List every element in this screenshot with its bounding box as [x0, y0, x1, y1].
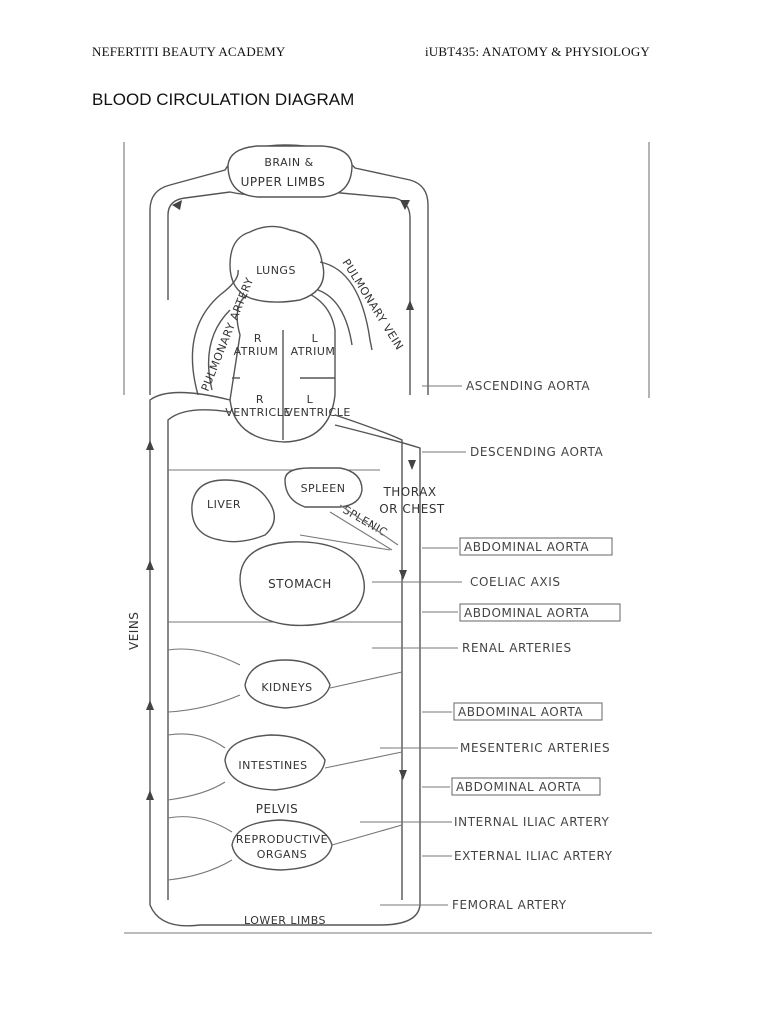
- intestine-loop-bottom: [167, 781, 226, 801]
- pulmonary-vein-inner: [317, 289, 353, 346]
- arrow-up-vein-2: [146, 560, 154, 570]
- liver: [191, 479, 275, 543]
- brain-label-1: BRAIN &: [264, 156, 313, 169]
- thorax-label-1: THORAX: [382, 485, 436, 499]
- kidney-loop-bottom-left: [167, 694, 241, 713]
- aorta-inner: [334, 414, 403, 900]
- callout-external-iliac-artery: EXTERNAL ILIAC ARTERY: [454, 849, 613, 863]
- spleen-label: SPLEEN: [301, 482, 346, 495]
- callout-box-abdominal-2: [459, 603, 621, 622]
- kidneys: [244, 659, 331, 709]
- l-atrium-label-2: ATRIUM: [291, 345, 336, 358]
- callout-box-abdominal-4: [451, 777, 601, 796]
- intestines: [224, 734, 326, 791]
- internal-iliac: [331, 824, 403, 846]
- arrow-up-vein-3: [146, 700, 154, 710]
- veins-label: VEINS: [127, 612, 141, 650]
- callout-renal-arteries: RENAL ARTERIES: [462, 641, 572, 655]
- r-ventricle-label-2: VENTRICLE: [225, 406, 291, 419]
- lower-limbs-label: LOWER LIMBS: [244, 914, 326, 927]
- lower-limbs-loop: [149, 904, 421, 927]
- thorax-label-2: OR CHEST: [379, 502, 445, 516]
- callout-box-abdominal-1: [459, 537, 613, 556]
- r-atrium-label-1: R: [254, 332, 262, 345]
- l-atrium-label-1: L: [312, 332, 319, 345]
- r-atrium-label-2: ATRIUM: [234, 345, 279, 358]
- lungs-label: LUNGS: [256, 264, 296, 277]
- arrow-up-vein-1: [146, 440, 154, 450]
- arrow-up-aorta: [406, 300, 414, 310]
- header-left: NEFERTITI BEAUTY ACADEMY: [92, 44, 286, 59]
- splenic-artery-2: [329, 511, 393, 551]
- callout-abdominal-aorta-1: ABDOMINAL AORTA: [464, 540, 589, 554]
- stomach: [239, 541, 365, 627]
- callout-abdominal-aorta-2: ABDOMINAL AORTA: [464, 606, 589, 620]
- intestines-label: INTESTINES: [238, 759, 307, 772]
- renal-artery: [329, 671, 403, 689]
- spleen: [284, 467, 363, 508]
- reproductive-label-2: ORGANS: [257, 848, 308, 861]
- arrow-down-aorta: [408, 460, 416, 470]
- callout-coeliac-axis: COELIAC AXIS: [470, 575, 561, 589]
- brain-outer-loop: [149, 144, 429, 395]
- page-title: BLOOD CIRCULATION DIAGRAM: [92, 90, 355, 109]
- pelvis-label: PELVIS: [256, 802, 299, 816]
- splenic-artery-1: [339, 504, 399, 546]
- arrow-up-vein-4: [146, 790, 154, 800]
- pulmonary-artery-outer: [191, 269, 239, 396]
- brain-label-2: UPPER LIMBS: [241, 175, 326, 189]
- arrow-brain-right: [400, 200, 410, 210]
- mesenteric-artery: [324, 751, 403, 769]
- arrow-down-coeliac: [399, 570, 407, 580]
- kidney-loop-top-left: [167, 648, 241, 666]
- callout-box-abdominal-3: [453, 702, 603, 721]
- callout-internal-iliac-artery: INTERNAL ILIAC ARTERY: [454, 815, 610, 829]
- arrow-down-iliac: [399, 770, 407, 780]
- brain-organ: [227, 145, 353, 198]
- liver-label: LIVER: [207, 498, 241, 511]
- aorta-outer: [334, 424, 421, 905]
- callout-abdominal-aorta-4: ABDOMINAL AORTA: [456, 780, 581, 794]
- callout-descending-aorta: DESCENDING AORTA: [470, 445, 604, 459]
- callout-mesenteric-arteries: MESENTERIC ARTERIES: [460, 741, 610, 755]
- l-ventricle-label-1: L: [307, 393, 314, 406]
- reproductive-label-1: REPRODUCTIVE: [236, 833, 328, 846]
- callout-femoral-artery: FEMORAL ARTERY: [452, 898, 567, 912]
- arrow-brain-left: [172, 200, 182, 210]
- gastric-artery: [299, 534, 391, 551]
- callout-abdominal-aorta-3: ABDOMINAL AORTA: [458, 705, 583, 719]
- pulmonary-vein-label: PULMONARY VEIN: [339, 257, 406, 353]
- stomach-label: STOMACH: [268, 577, 332, 591]
- intestine-loop-top: [167, 733, 226, 749]
- kidneys-label: KIDNEYS: [261, 681, 312, 694]
- vena-cava-outer: [149, 391, 231, 905]
- repro-loop-top: [167, 816, 233, 833]
- l-ventricle-label-2: VENTRICLE: [285, 406, 351, 419]
- repro-loop-bottom: [167, 859, 233, 881]
- callout-ascending-aorta: ASCENDING AORTA: [466, 379, 590, 393]
- pulmonary-vein-outer: [319, 261, 373, 351]
- r-ventricle-label-1: R: [256, 393, 264, 406]
- vena-cava-inner: [167, 409, 231, 900]
- pulmonary-artery-inner: [207, 309, 231, 391]
- header-right: iUBT435: ANATOMY & PHYSIOLOGY: [425, 44, 651, 59]
